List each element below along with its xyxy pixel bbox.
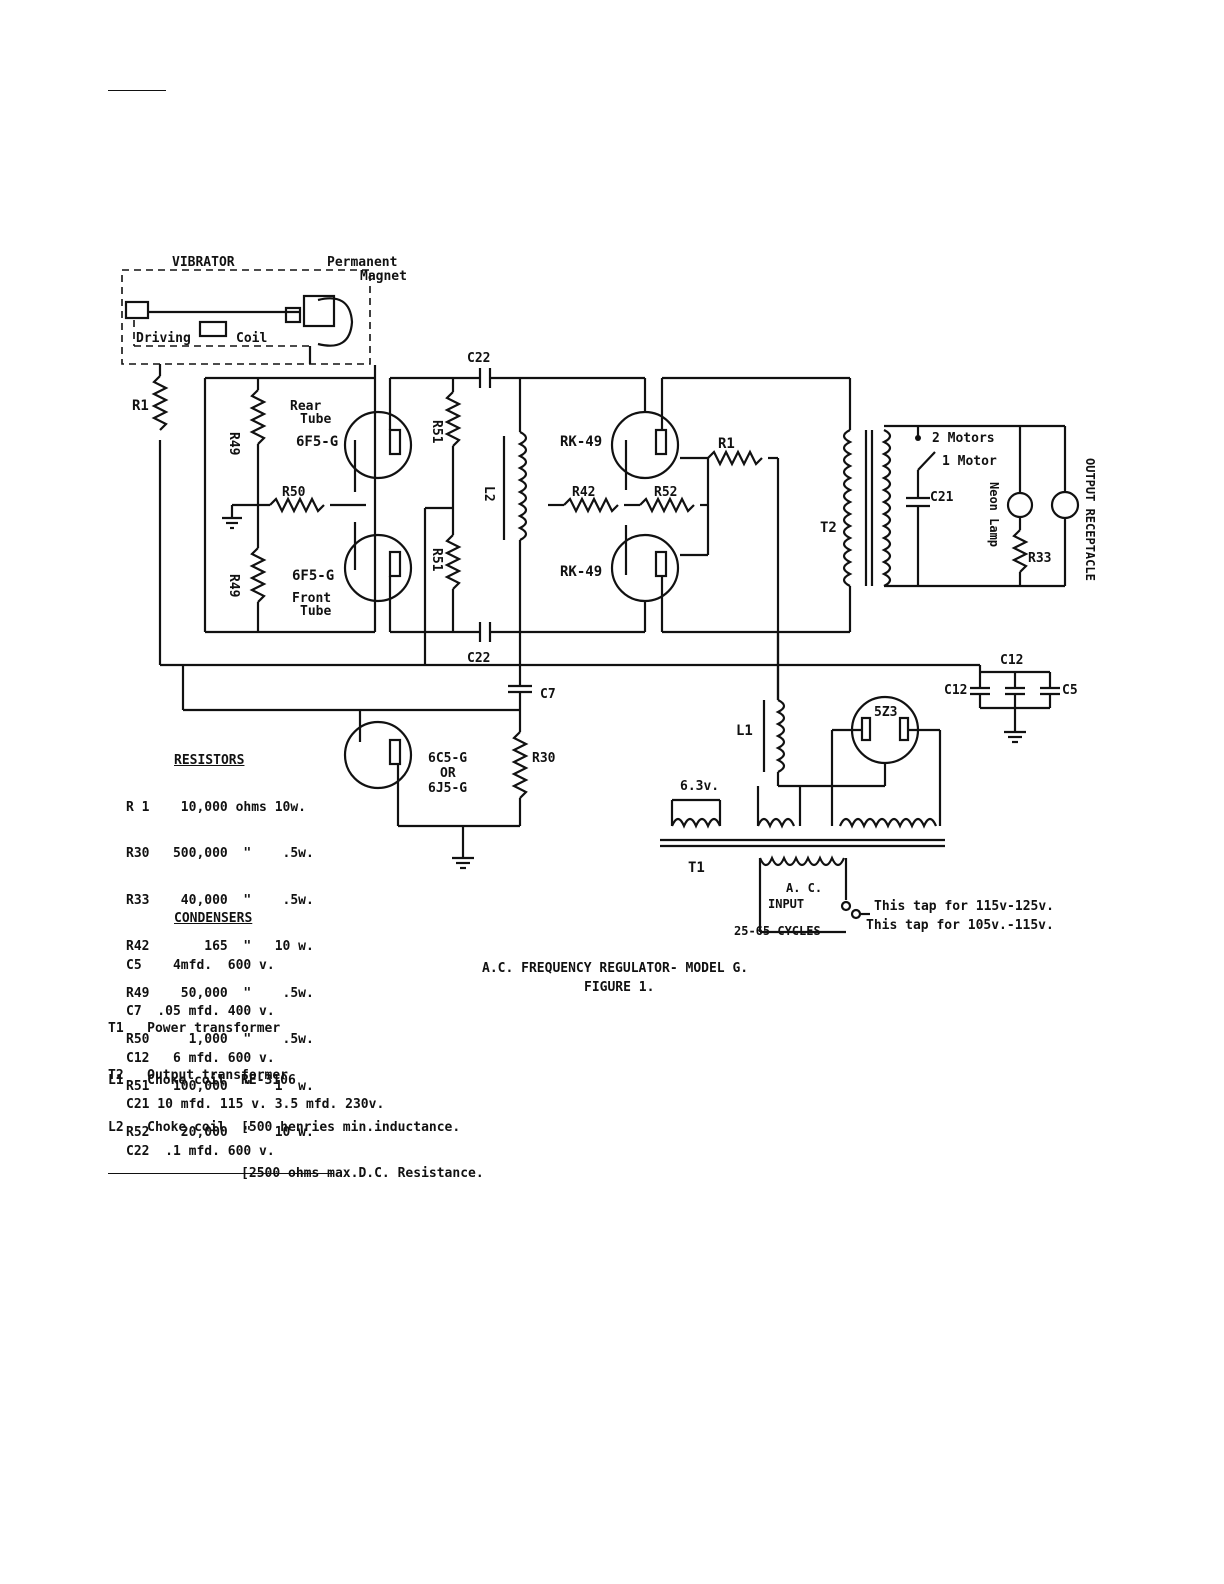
r42-label: R42 [572,485,595,500]
c5-label: C5 [1062,683,1078,698]
choke-row: [2500 ohms max.D.C. Resistance. [108,1166,484,1181]
output-receptacle-label: OUTPUT RECEPTACLE [1083,458,1097,581]
r51-top-label: R51 [429,420,444,444]
rear-label: Rear [290,399,321,414]
c7-label: C7 [540,687,556,702]
rk49-top-label: RK-49 [560,434,602,450]
figure-caption: FIGURE 1. [584,980,654,995]
resistor-row: R33 40,000 " .5w. [126,892,314,908]
resistor-row: R42 165 " 10 w. [126,939,314,954]
choke-row: L1 Choke coil RE-3106 [108,1073,296,1088]
r30-label: R30 [532,751,556,766]
top-rule [108,90,166,91]
condenser-row: C12 6 mfd. 600 v. [126,1050,275,1066]
ac-label: A. C. [786,881,822,895]
condenser-row: C5 4mfd. 600 v. [126,957,275,973]
c22-bottom-label: C22 [467,651,490,666]
c22-top-label: C22 [467,351,490,366]
condenser-row: C22 .1 mfd. 600 v. [126,1143,275,1159]
tube-6j5-label: 6J5-G [428,781,467,796]
vibrator-assembly [121,269,371,365]
condensers-legend: CONDENSERS C5 4mfd. 600 v. C7 .05 mfd. 4… [126,880,384,1175]
resistor-row: R52 20,000 " 10 w. [126,1125,314,1140]
resistor-row: R30 500,000 " .5w. [126,846,314,861]
coil-label: Coil [236,331,267,346]
r50-label: R50 [282,485,306,500]
schematic-labels: VIBRATOR Permanent Magnet Driving Coil R… [132,255,1097,995]
chokes-legend: L1 Choke coil RE-3106 L2 Choke coil [500… [108,1042,484,1197]
r1-left-label: R1 [132,398,149,414]
l1-label: L1 [736,723,753,739]
c21-label: C21 [930,490,954,505]
input-label: INPUT [768,897,804,911]
vibrator-label: VIBRATOR [172,255,235,270]
c12-top-label: C12 [1000,653,1023,668]
diagram-title: A.C. FREQUENCY REGULATOR- MODEL G. [482,961,748,976]
transformers-legend: T1 Power transformer T2 Output transform… [108,990,288,1099]
condensers-heading: CONDENSERS [174,911,253,926]
r51-bottom-label: R51 [429,548,444,572]
or-label: OR [440,766,456,781]
t2-label: T2 [820,520,837,536]
tube-5z3-label: 5Z3 [874,705,897,720]
resistors-legend: RESISTORS R 1 10,000 ohms 10w. R30 500,0… [126,722,314,1156]
rear-tube-label: Tube [300,412,331,427]
r49-top-label: R49 [226,432,241,455]
neon-lamp-label: Neon Lamp [987,482,1001,547]
tube-6f5-bottom-label: 6F5-G [292,568,334,584]
t1-label: T1 [688,860,705,876]
tube-6f5-top-label: 6F5-G [296,434,338,450]
transformer-row: T2 Output transformer [108,1067,289,1083]
v63-label: 6.3v. [680,779,719,794]
resistors-heading: RESISTORS [174,753,245,768]
choke-row: L2 Choke coil [500 henries min.inductanc… [108,1119,461,1135]
front-tube-label: Tube [300,604,331,619]
tube-6c5-label: 6C5-G [428,751,467,766]
resistor-row: R50 1,000 " .5w. [126,1032,314,1047]
tap-115-label: This tap for 115v-125v. [874,899,1054,914]
r49-bottom-label: R49 [226,574,241,597]
two-motors-label: 2 Motors [932,431,995,446]
condenser-row: C21 10 mfd. 115 v. 3.5 mfd. 230v. [126,1097,385,1112]
one-motor-label: 1 Motor [942,454,997,469]
permanent-label: Permanent [327,255,397,270]
tap-105-label: This tap for 105v.-115v. [866,918,1054,933]
transformer-row: T1 Power transformer [108,1021,281,1036]
r1-right-label: R1 [718,436,735,452]
condenser-row: C7 .05 mfd. 400 v. [126,1004,275,1019]
circuit-wiring [151,364,1080,934]
rk49-bottom-label: RK-49 [560,564,602,580]
c12-left-label: C12 [944,683,967,698]
driving-label: Driving [136,331,191,346]
l2-label: L2 [481,486,496,502]
front-label: Front [292,591,331,606]
resistor-row: R51 100,000 " 1 w. [126,1078,314,1094]
cycles-label: 25-65 CYCLES [734,924,821,938]
r52-label: R52 [654,485,677,500]
r33-label: R33 [1028,551,1051,566]
footnote-rule [108,1173,333,1174]
magnet-label: Magnet [360,269,407,284]
resistor-row: R49 50,000 " .5w. [126,985,314,1001]
resistor-row: R 1 10,000 ohms 10w. [126,799,307,815]
